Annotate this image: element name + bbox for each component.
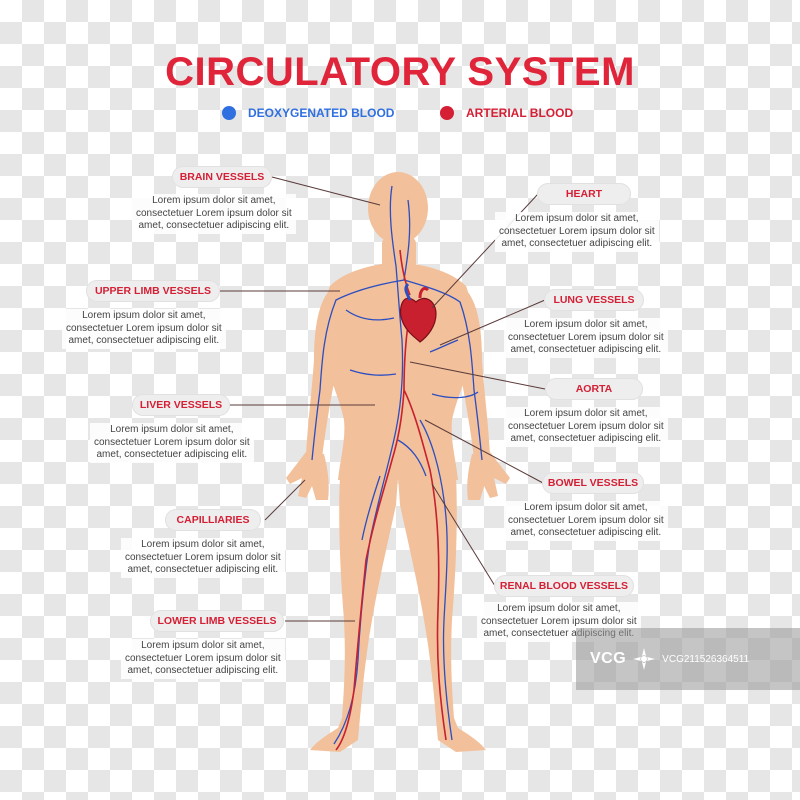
desc-line: Lorem ipsum dolor sit amet,: [152, 195, 276, 206]
label-upper-limb-vessels: UPPER LIMB VESSELS: [86, 280, 220, 302]
veins: [311, 185, 483, 745]
desc-capillaries: Lorem ipsum dolor sit amet, consectetuer…: [121, 538, 285, 578]
right-hand: [467, 452, 510, 500]
left-arm: [306, 288, 344, 458]
desc-line: amet, consectetuer adipiscing elit.: [127, 665, 279, 676]
human-body-silhouette: [286, 172, 510, 752]
label-heart: HEART: [537, 183, 631, 205]
desc-line: consectetuer Lorem ipsum dolor sit: [481, 615, 637, 627]
desc-line: amet, consectetuer adipiscing elit.: [501, 238, 653, 249]
desc-line: consectetuer Lorem ipsum dolor sit: [508, 420, 664, 432]
label-bowel-vessels: BOWEL VESSELS: [542, 472, 644, 494]
right-arm: [452, 288, 490, 458]
label-liver-vessels: LIVER VESSELS: [132, 394, 230, 416]
desc-line: amet, consectetuer adipiscing elit.: [510, 527, 662, 538]
desc-line: Lorem ipsum dolor sit amet,: [524, 408, 648, 419]
desc-brain-vessels: Lorem ipsum dolor sit amet, consectetuer…: [132, 194, 296, 234]
label-renal-blood-vessels: RENAL BLOOD VESSELS: [494, 575, 634, 597]
desc-line: Lorem ipsum dolor sit amet,: [497, 603, 621, 614]
desc-lung-vessels: Lorem ipsum dolor sit amet, consectetuer…: [504, 318, 668, 358]
right-leg: [398, 476, 486, 752]
label-brain-vessels: BRAIN VESSELS: [172, 166, 272, 188]
leader-renal-blood-vessels: [431, 483, 496, 587]
desc-line: consectetuer Lorem ipsum dolor sit: [94, 436, 250, 448]
desc-line: consectetuer Lorem ipsum dolor sit: [508, 514, 664, 526]
desc-line: amet, consectetuer adipiscing elit.: [510, 433, 662, 444]
desc-liver-vessels: Lorem ipsum dolor sit amet, consectetuer…: [90, 423, 254, 463]
legend-deoxygenated: DEOXYGENATED BLOOD: [222, 106, 394, 120]
blue-dot-icon: [222, 106, 236, 120]
desc-line: Lorem ipsum dolor sit amet,: [82, 310, 206, 321]
watermark-id: VCG211526364511: [662, 653, 750, 665]
desc-line: Lorem ipsum dolor sit amet,: [524, 502, 648, 513]
desc-line: Lorem ipsum dolor sit amet,: [141, 640, 265, 651]
leader-lung-vessels: [439, 299, 546, 346]
desc-line: consectetuer Lorem ipsum dolor sit: [125, 652, 281, 664]
leader-lines: [220, 176, 546, 622]
heart-graphic: [399, 282, 437, 343]
desc-line: amet, consectetuer adipiscing elit.: [127, 564, 279, 575]
label-capillaries: CAPILLIARIES: [165, 509, 261, 531]
red-dot-icon: [440, 106, 454, 120]
left-hand: [286, 452, 329, 500]
label-aorta: AORTA: [545, 378, 643, 400]
desc-upper-limb-vessels: Lorem ipsum dolor sit amet, consectetuer…: [62, 309, 226, 349]
watermark-mark-icon: [633, 648, 656, 670]
desc-line: Lorem ipsum dolor sit amet,: [141, 539, 265, 550]
desc-line: consectetuer Lorem ipsum dolor sit: [136, 207, 292, 219]
desc-line: consectetuer Lorem ipsum dolor sit: [125, 551, 281, 563]
desc-line: amet, consectetuer adipiscing elit.: [68, 335, 220, 346]
desc-line: consectetuer Lorem ipsum dolor sit: [508, 331, 664, 343]
label-lower-limb-vessels: LOWER LIMB VESSELS: [150, 610, 284, 632]
desc-line: consectetuer Lorem ipsum dolor sit: [66, 322, 222, 334]
watermark-logo: VCG: [590, 650, 627, 667]
desc-line: amet, consectetuer adipiscing elit.: [510, 344, 662, 355]
head: [368, 172, 428, 244]
desc-lower-limb-vessels: Lorem ipsum dolor sit amet, consectetuer…: [121, 639, 285, 679]
desc-line: Lorem ipsum dolor sit amet,: [515, 213, 639, 224]
left-leg: [310, 476, 398, 752]
desc-line: consectetuer Lorem ipsum dolor sit: [499, 225, 655, 237]
legend-arterial: ARTERIAL BLOOD: [440, 106, 573, 120]
watermark: VCG VCG211526364511: [576, 628, 800, 690]
legend: DEOXYGENATED BLOOD ARTERIAL BLOOD: [0, 106, 800, 126]
leader-capillaries: [264, 479, 306, 521]
page-title: CIRCULATORY SYSTEM: [165, 50, 635, 94]
desc-bowel-vessels: Lorem ipsum dolor sit amet, consectetuer…: [504, 501, 668, 541]
desc-line: amet, consectetuer adipiscing elit.: [138, 220, 290, 231]
arteries: [335, 249, 447, 751]
leader-bowel-vessels: [424, 419, 544, 484]
leader-brain-vessels: [271, 176, 381, 206]
legend-deoxygenated-label: DEOXYGENATED BLOOD: [248, 106, 395, 120]
leader-aorta: [409, 361, 546, 390]
desc-line: amet, consectetuer adipiscing elit.: [483, 628, 635, 639]
desc-aorta: Lorem ipsum dolor sit amet, consectetuer…: [504, 407, 668, 447]
desc-line: Lorem ipsum dolor sit amet,: [524, 319, 648, 330]
desc-line: amet, consectetuer adipiscing elit.: [96, 449, 248, 460]
legend-arterial-label: ARTERIAL BLOOD: [466, 106, 574, 120]
desc-line: Lorem ipsum dolor sit amet,: [110, 424, 234, 435]
desc-heart: Lorem ipsum dolor sit amet, consectetuer…: [495, 212, 659, 252]
label-lung-vessels: LUNG VESSELS: [544, 289, 644, 311]
